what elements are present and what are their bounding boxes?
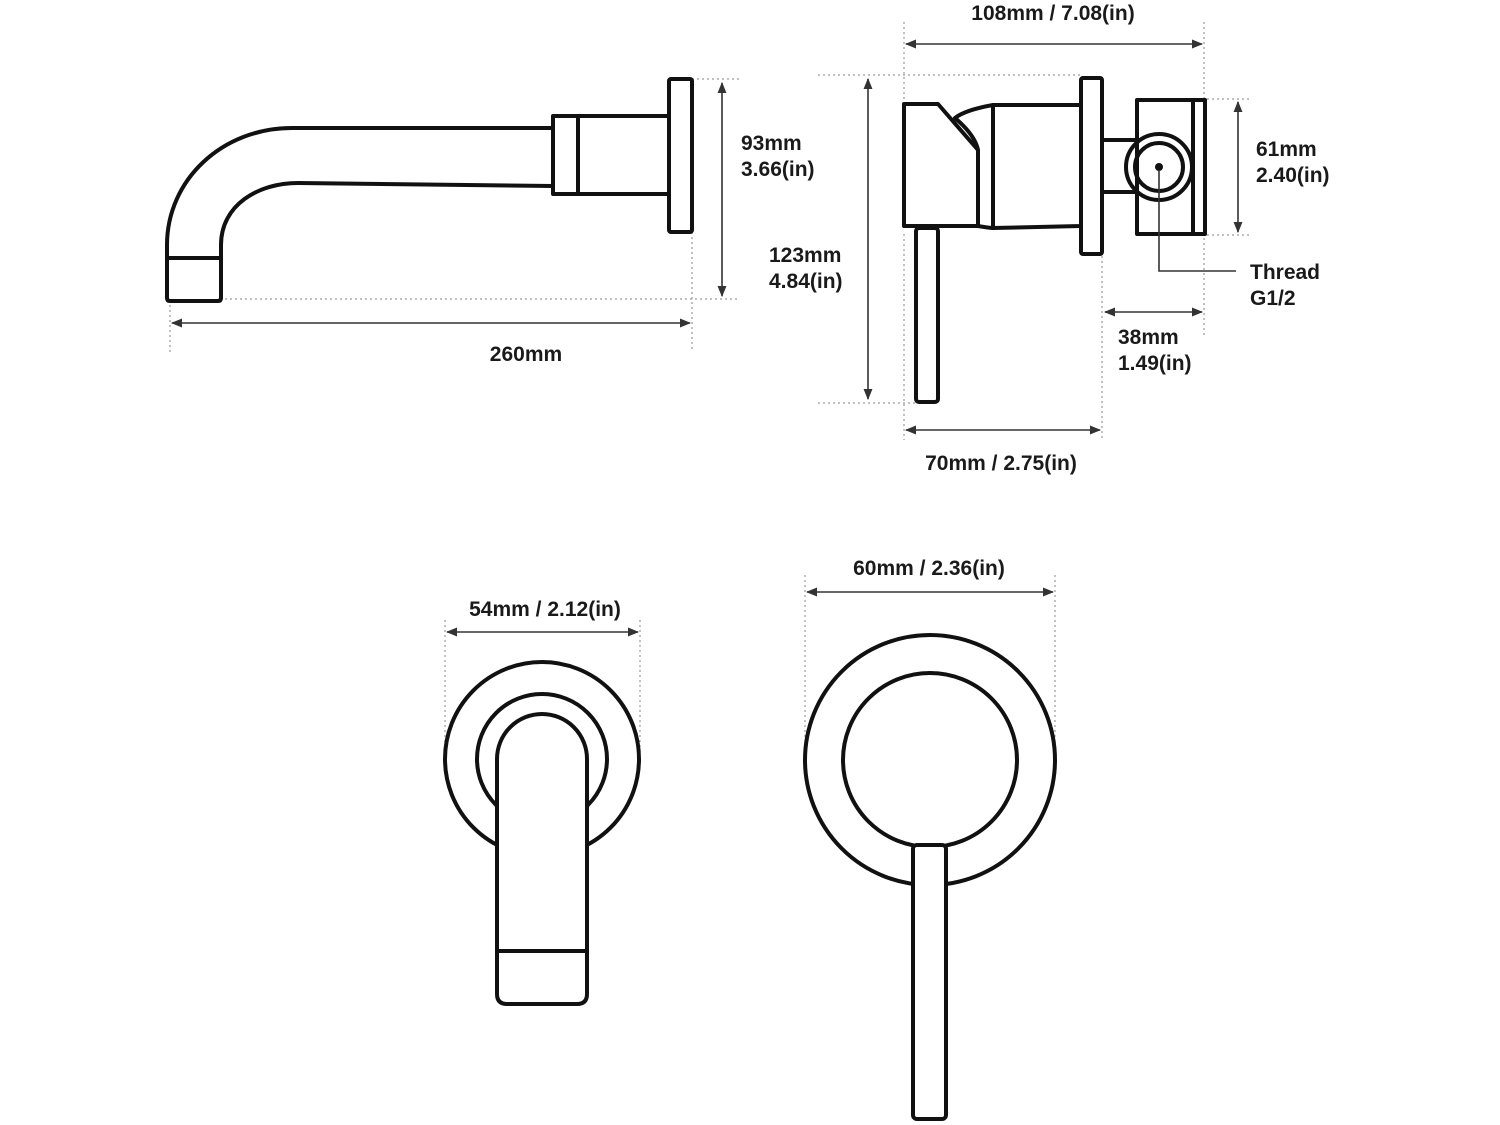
- valve-lever-handle: [914, 226, 940, 404]
- box-height-mm-label: 61mm: [1256, 138, 1317, 161]
- thread-label: Thread: [1250, 261, 1320, 284]
- valve-front-lever: [911, 843, 948, 1121]
- thread-size-label: G1/2: [1250, 287, 1296, 310]
- valve-total-width-label: 108mm / 7.08(in): [971, 2, 1134, 25]
- valve-head-curve: [953, 116, 980, 152]
- handle-height-mm-label: 123mm: [769, 244, 841, 267]
- spout-front-diameter-label: 54mm / 2.12(in): [469, 598, 621, 621]
- valve-body: [953, 103, 1083, 230]
- spout-front-view: 54mm / 2.12(in): [443, 598, 641, 1006]
- box-height-in-label: 2.40(in): [1256, 164, 1330, 187]
- box-depth-mm-label: 38mm: [1118, 326, 1179, 349]
- spout-wall-flange: [667, 77, 694, 234]
- thread-leader-line: [1158, 170, 1236, 272]
- valve-side-view: 108mm / 7.08(in) 123mm 4.84(in) 70mm / 2…: [769, 2, 1330, 475]
- spout-height-mm-label: 93mm: [741, 132, 802, 155]
- box-depth-in-label: 1.49(in): [1118, 352, 1192, 375]
- valve-lever-head: [902, 102, 980, 228]
- spout-height-in-label: 3.66(in): [741, 158, 815, 181]
- valve-front-view: 60mm / 2.36(in): [803, 557, 1057, 1121]
- valve-body-width-label: 70mm / 2.75(in): [925, 452, 1077, 475]
- spout-front-outlet: [495, 712, 589, 1006]
- valve-front-diameter-label: 60mm / 2.36(in): [853, 557, 1005, 580]
- valve-wall-flange: [1079, 76, 1104, 256]
- valve-front-cap: [841, 671, 1019, 849]
- spout-length-label: 260mm: [490, 343, 562, 366]
- spout-side-view: 93mm 3.66(in) 260mm: [165, 77, 815, 366]
- spout-pipe: [165, 126, 555, 303]
- handle-height-in-label: 4.84(in): [769, 270, 843, 293]
- spout-collar: [551, 114, 671, 196]
- thread-center-dot: [1155, 163, 1163, 171]
